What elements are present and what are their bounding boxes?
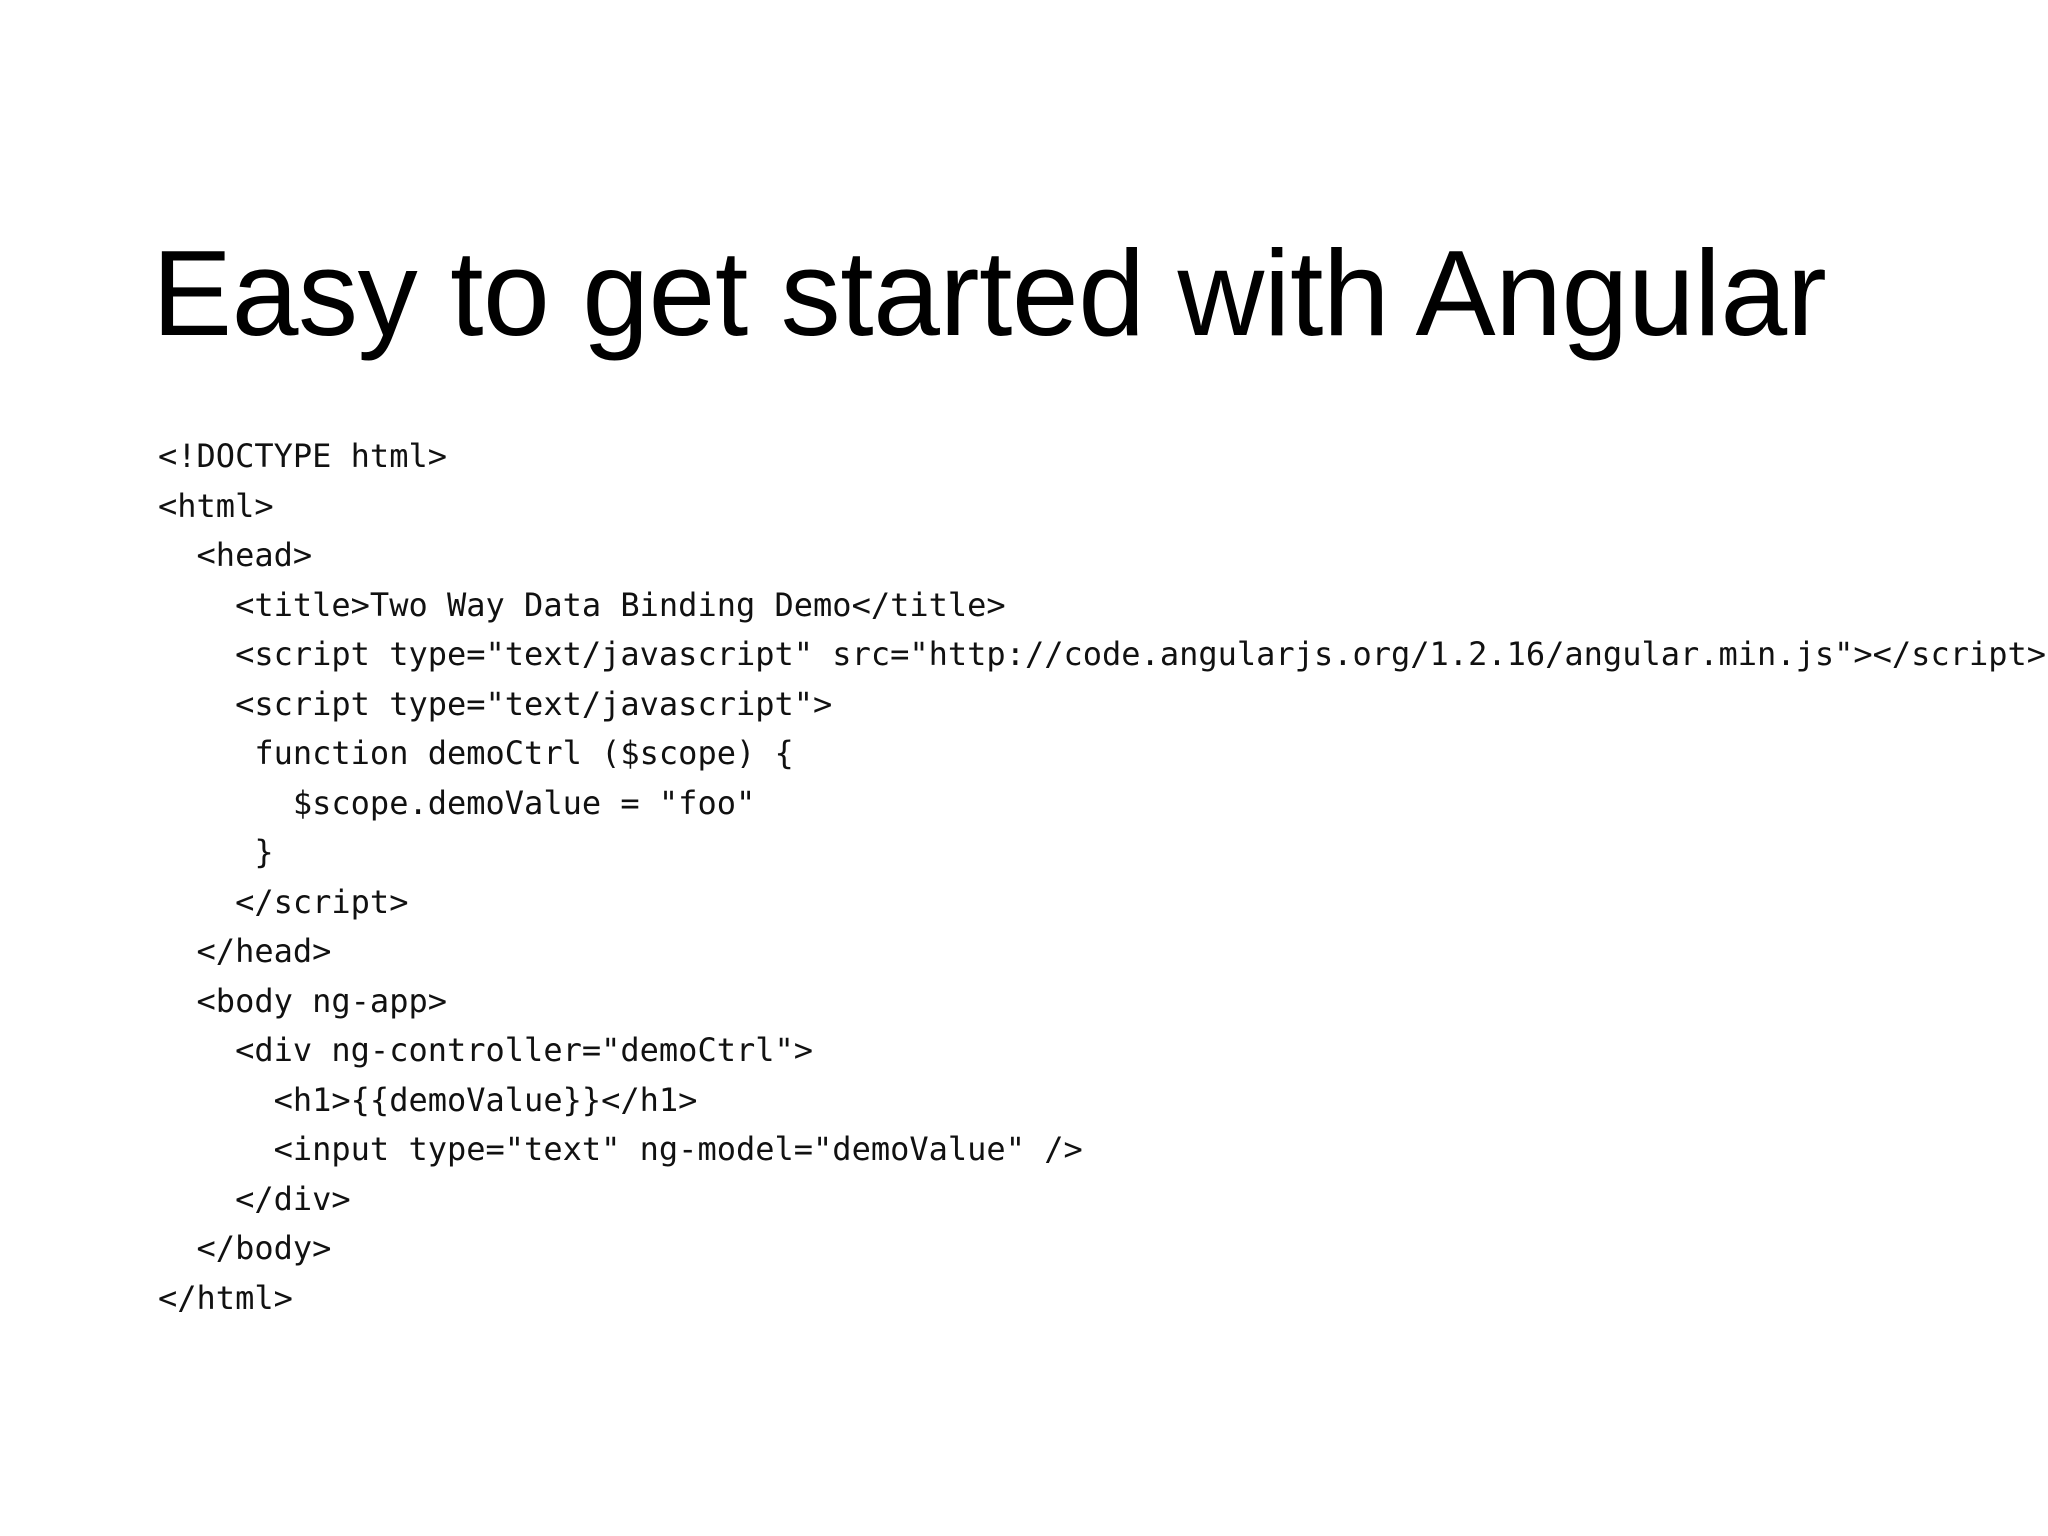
code-line: </head> bbox=[158, 932, 332, 970]
code-line: </script> bbox=[158, 882, 409, 921]
code-line: </html> bbox=[158, 1278, 293, 1317]
code-line: </div> bbox=[158, 1179, 351, 1218]
code-line: <input type="text" ng-model="demoValue" … bbox=[158, 1130, 1083, 1168]
code-listing: <!DOCTYPE html> <html> <head> <title>Two … bbox=[158, 432, 2047, 1323]
code-line: <h1>{{demoValue}}</h1> bbox=[158, 1080, 698, 1119]
code-line: <script type="text/javascript"> bbox=[158, 684, 833, 723]
code-line: <!DOCTYPE html> bbox=[158, 437, 447, 475]
page-title: Easy to get started with Angular bbox=[152, 224, 1827, 361]
code-line: <body ng-app> bbox=[158, 981, 447, 1020]
code-line: <html> bbox=[158, 486, 274, 525]
code-line: </body> bbox=[158, 1229, 332, 1267]
code-line: function demoCtrl ($scope) { bbox=[158, 734, 794, 772]
code-line: <div ng-controller="demoCtrl"> bbox=[158, 1031, 814, 1069]
code-line: } bbox=[158, 833, 274, 871]
code-line: <title>Two Way Data Binding Demo</title> bbox=[158, 585, 1006, 624]
code-line: <head> bbox=[158, 536, 313, 574]
code-line: $scope.demoValue = "foo" bbox=[158, 783, 756, 822]
code-line: <script type="text/javascript" src="http… bbox=[158, 635, 2047, 673]
